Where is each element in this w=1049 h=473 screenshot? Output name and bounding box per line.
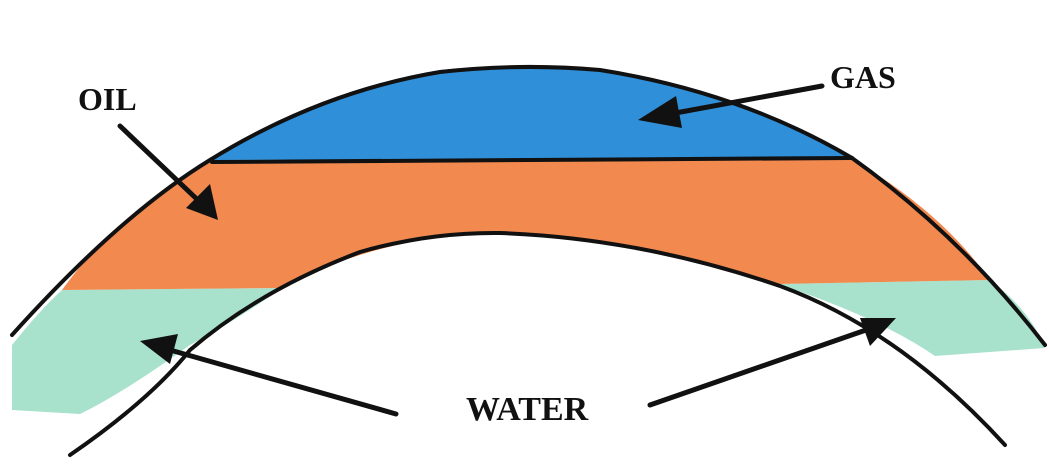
oil-label: OIL — [78, 81, 137, 117]
water-arrow-right — [650, 318, 896, 405]
gas-label: GAS — [830, 59, 896, 95]
oil-zone — [62, 158, 990, 290]
water-label: WATER — [466, 391, 589, 428]
